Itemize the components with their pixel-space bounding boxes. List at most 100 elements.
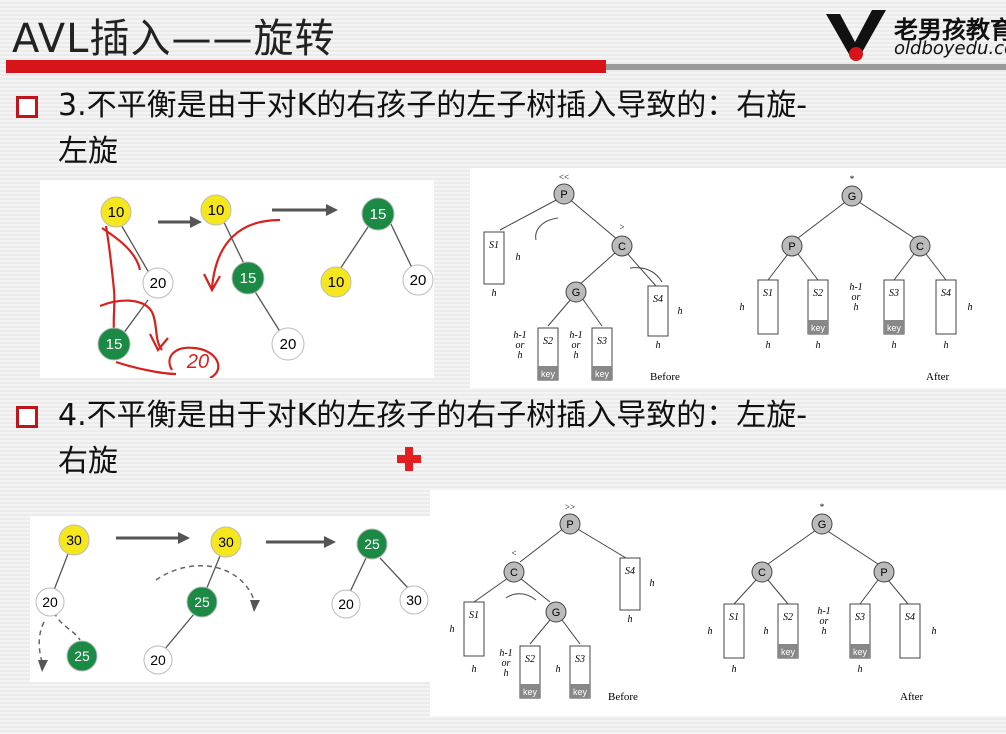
case4-line1: 4.不平衡是由于对K的左孩子的右子树插入导致的：左旋- bbox=[58, 398, 808, 433]
ex4-node-1: 30 bbox=[66, 532, 82, 548]
title-underline-gray bbox=[606, 64, 1006, 70]
rl-after-h7: h bbox=[968, 302, 973, 313]
ex3-node-5: 15 bbox=[240, 270, 257, 287]
title-underline-red bbox=[6, 60, 606, 73]
rl-before-hm1-b: h-1 bbox=[569, 330, 582, 341]
rl-before-s2: S2 bbox=[543, 336, 553, 347]
ex4-node-4: 30 bbox=[218, 534, 234, 550]
lr-rotation-panel: P C G G C P S1 S2 S3 S4 S1 S2 S3 S4 h h … bbox=[430, 490, 1006, 716]
ex4-node-2: 20 bbox=[42, 594, 58, 610]
rl-after-s2: S2 bbox=[813, 288, 823, 299]
example3-tree-figure: 10 20 15 10 15 20 15 10 20 20 bbox=[97, 194, 434, 379]
slide-title: AVL插入——旋转 bbox=[12, 16, 336, 62]
rl-after-h3: h bbox=[816, 340, 821, 351]
rl-after-node-p: P bbox=[788, 241, 795, 253]
rl-before-h5: h bbox=[518, 350, 523, 361]
lr-before-label: Before bbox=[608, 691, 638, 703]
lr-after-s2: S2 bbox=[783, 612, 793, 623]
example4-panel: 30 20 25 30 25 20 25 20 30 bbox=[30, 516, 434, 682]
rl-after-h6: h bbox=[944, 340, 949, 351]
lr-before-h2: h bbox=[472, 664, 477, 675]
rl-before-h3: h bbox=[678, 306, 683, 317]
lr-before-h6: h bbox=[556, 664, 561, 675]
rl-before-h6: h bbox=[574, 350, 579, 361]
ex3-node-3: 15 bbox=[106, 336, 123, 353]
rl-after-node-g: G bbox=[848, 191, 857, 203]
logo-brand: 老男孩教育 bbox=[894, 16, 1006, 44]
rl-before-h1: h bbox=[516, 252, 521, 263]
rl-rotation-panel: P C G G P C S1 S2 S3 S4 S1 S2 S3 S4 h h … bbox=[470, 168, 1006, 388]
ex4-node-8: 20 bbox=[338, 596, 354, 612]
lr-before-node-g: G bbox=[552, 607, 561, 619]
lr-after-node-c: C bbox=[758, 567, 766, 579]
lr-before-h1: h bbox=[450, 624, 455, 635]
rl-after-node-c: C bbox=[916, 241, 924, 253]
rl-after-h1: h bbox=[740, 302, 745, 313]
rl-after-or: or bbox=[852, 292, 861, 303]
rl-after-key-1: key bbox=[811, 323, 826, 333]
bullet-square-icon bbox=[16, 406, 38, 428]
lr-after-or: or bbox=[820, 616, 829, 627]
lr-before-key-1: key bbox=[523, 687, 538, 697]
lr-before-mark-p: >> bbox=[565, 502, 575, 512]
ex4-node-9: 30 bbox=[406, 592, 422, 608]
lr-after-h3: h bbox=[764, 626, 769, 637]
example4-tree-figure: 30 20 25 30 25 20 25 20 30 bbox=[35, 524, 429, 675]
lr-after-key-2: key bbox=[853, 647, 868, 657]
lr-before-node-c: C bbox=[510, 567, 518, 579]
lr-after-h2: h bbox=[732, 664, 737, 675]
rl-before-label: Before bbox=[650, 371, 680, 383]
lr-rotation-figure: P C G G C P S1 S2 S3 S4 S1 S2 S3 S4 h h … bbox=[450, 502, 937, 703]
lr-before-s1: S1 bbox=[469, 610, 479, 621]
lr-after-h6: h bbox=[932, 626, 937, 637]
ex3-node-9: 20 bbox=[410, 272, 427, 289]
lr-after-h5: h bbox=[858, 664, 863, 675]
lr-after-s4: S4 bbox=[905, 612, 915, 623]
rl-before-node-g: G bbox=[572, 287, 581, 299]
rl-before-hm1-a: h-1 bbox=[513, 330, 526, 341]
rl-before-s1: S1 bbox=[489, 240, 499, 251]
lr-before-h3: h bbox=[650, 578, 655, 589]
rl-before-or-a: or bbox=[516, 340, 525, 351]
lr-before-hm1: h-1 bbox=[499, 648, 512, 659]
lr-before-s3: S3 bbox=[575, 654, 585, 665]
lr-after-hm1: h-1 bbox=[817, 606, 830, 617]
rl-after-s3: S3 bbox=[889, 288, 899, 299]
lr-after-node-g: G bbox=[818, 519, 827, 531]
logo-v-icon bbox=[826, 10, 886, 61]
example3-panel: 10 20 15 10 15 20 15 10 20 20 bbox=[40, 180, 434, 379]
lr-after-label: After bbox=[900, 691, 924, 703]
case4-line2: 右旋 bbox=[58, 444, 118, 479]
lr-before-s4: S4 bbox=[625, 566, 635, 577]
rl-before-key-2: key bbox=[595, 369, 610, 379]
lr-before-node-p: P bbox=[566, 519, 573, 531]
ex4-node-6: 20 bbox=[150, 652, 166, 668]
lr-after-s3: S3 bbox=[855, 612, 865, 623]
ex3-node-4: 10 bbox=[208, 202, 225, 219]
rl-after-h4: h bbox=[854, 302, 859, 313]
lr-before-mark-c: < bbox=[511, 548, 516, 558]
rl-before-mark-p: << bbox=[559, 172, 569, 182]
lr-after-key-1: key bbox=[781, 647, 796, 657]
ex3-node-1: 10 bbox=[108, 204, 125, 221]
rl-after-h5: h bbox=[892, 340, 897, 351]
rl-rotation-figure: P C G G P C S1 S2 S3 S4 S1 S2 S3 S4 h h … bbox=[483, 172, 973, 383]
lr-after-h1: h bbox=[708, 626, 713, 637]
rl-before-h2: h bbox=[492, 288, 497, 299]
rl-before-mark-c: > bbox=[619, 222, 624, 232]
ex3-node-8: 10 bbox=[328, 274, 345, 291]
case3-line1: 3.不平衡是由于对K的右孩子的左子树插入导致的：右旋- bbox=[58, 88, 808, 123]
rl-before-or-b: or bbox=[572, 340, 581, 351]
lr-before-or: or bbox=[502, 658, 511, 669]
rl-after-h2: h bbox=[766, 340, 771, 351]
rl-after-label: After bbox=[926, 371, 950, 383]
ex3-node-6: 20 bbox=[280, 336, 297, 353]
rl-before-key-1: key bbox=[541, 369, 556, 379]
rl-after-s4: S4 bbox=[941, 288, 951, 299]
logo: 老男孩教育 oldboyedu.com bbox=[820, 6, 1006, 62]
rl-after-hm1: h-1 bbox=[849, 282, 862, 293]
ex3-node-2: 20 bbox=[150, 275, 167, 292]
cursor-plus-icon bbox=[397, 447, 421, 471]
rl-before-node-p: P bbox=[560, 189, 567, 201]
rl-before-s3: S3 bbox=[597, 336, 607, 347]
